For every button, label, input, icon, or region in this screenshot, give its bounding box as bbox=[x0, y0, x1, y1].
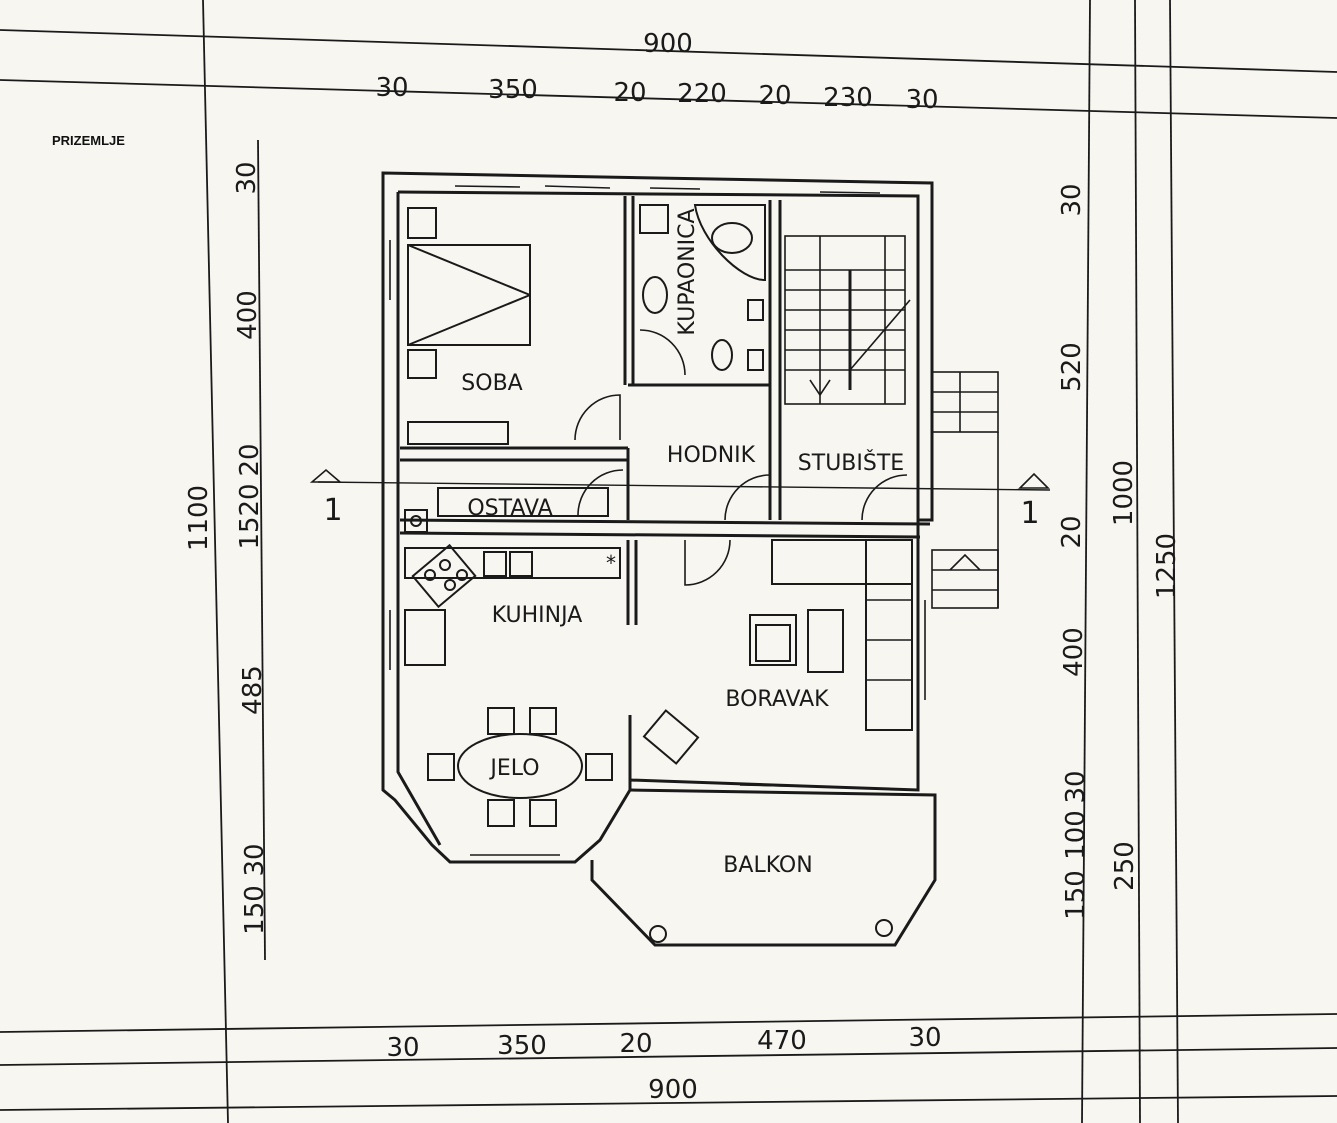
living-room-furniture bbox=[642, 474, 913, 765]
dim-left-seg: 20 bbox=[235, 443, 265, 476]
dim-right-seg: 150 bbox=[1061, 870, 1091, 920]
dim-top-seg: 220 bbox=[677, 79, 727, 109]
room-labels: SOBA KUPAONICA HODNIK STUBIŠTE OSTAVA KU… bbox=[461, 208, 904, 878]
section-mark-left: 1 bbox=[323, 493, 342, 528]
dining-table bbox=[427, 707, 613, 827]
outer-stairs bbox=[931, 371, 999, 609]
balcony bbox=[590, 788, 937, 947]
room-label-soba: SOBA bbox=[461, 371, 522, 396]
kitchen-fixtures: * bbox=[404, 469, 624, 666]
room-label-jelo: JELO bbox=[488, 756, 539, 781]
dim-top-seg: 350 bbox=[488, 75, 538, 105]
bathroom-fixtures bbox=[639, 204, 766, 376]
dim-right-total: 1000 bbox=[1109, 460, 1139, 526]
dim-left-total: 1100 bbox=[184, 485, 214, 551]
dim-bottom-seg: 350 bbox=[497, 1031, 547, 1061]
section-line: 1 1 bbox=[309, 468, 1051, 531]
dim-top-total: 900 bbox=[643, 29, 693, 59]
extractor-mark: * bbox=[606, 551, 616, 575]
dim-left-seg: 485 bbox=[238, 665, 268, 715]
dim-left-seg: 30 bbox=[240, 843, 270, 876]
dim-top-seg: 30 bbox=[375, 73, 408, 103]
room-label-ostava: OSTAVA bbox=[467, 496, 552, 521]
dim-right-seg: 100 bbox=[1061, 810, 1091, 860]
dim-top-seg: 20 bbox=[613, 78, 646, 108]
bed bbox=[407, 207, 621, 445]
dim-right-seg: 20 bbox=[1057, 515, 1087, 548]
section-mark-right: 1 bbox=[1020, 496, 1039, 531]
dim-top-seg: 30 bbox=[905, 85, 938, 115]
dim-bottom-seg: 30 bbox=[908, 1023, 941, 1053]
dim-right-segments: 30 520 20 400 30 100 150 bbox=[1057, 183, 1091, 919]
dim-bottom-seg: 20 bbox=[619, 1029, 652, 1059]
dim-left-seg: 400 bbox=[233, 290, 263, 340]
dim-right-total-outer: 1250 bbox=[1152, 533, 1182, 599]
room-label-boravak: BORAVAK bbox=[725, 687, 829, 712]
dim-bottom-total: 900 bbox=[648, 1075, 698, 1105]
room-label-kupaonica: KUPAONICA bbox=[675, 208, 700, 335]
dim-left-segments: 30 400 15 20 20 485 30 150 bbox=[232, 161, 270, 934]
staircase bbox=[784, 235, 911, 405]
dim-right-balcony: 250 bbox=[1110, 841, 1140, 891]
dim-right-seg: 400 bbox=[1059, 627, 1089, 677]
room-label-kuhinja: KUHINJA bbox=[492, 603, 583, 628]
dim-top-seg: 20 bbox=[758, 81, 791, 111]
plan-title: PRIZEMLJE bbox=[52, 133, 125, 148]
dim-bottom-seg: 470 bbox=[757, 1026, 807, 1056]
dim-right-seg: 520 bbox=[1057, 342, 1087, 392]
dim-right-seg: 30 bbox=[1061, 770, 1091, 803]
walls bbox=[381, 171, 934, 864]
dim-bottom-segments: 30 350 20 470 30 bbox=[386, 1023, 941, 1063]
dim-left-seg: 15 bbox=[235, 516, 265, 549]
room-label-stubiste: STUBIŠTE bbox=[798, 450, 904, 476]
room-label-hodnik: HODNIK bbox=[667, 443, 756, 468]
dim-bottom-seg: 30 bbox=[386, 1033, 419, 1063]
dim-left-seg: 30 bbox=[232, 161, 262, 194]
room-label-balkon: BALKON bbox=[723, 853, 812, 878]
dim-left-seg: 150 bbox=[240, 885, 270, 935]
dim-top-seg: 230 bbox=[823, 83, 873, 113]
dim-left-seg: 20 bbox=[235, 483, 265, 516]
dim-right-seg: 30 bbox=[1057, 183, 1087, 216]
dim-top-segments: 30 350 20 220 20 230 30 bbox=[375, 73, 938, 115]
